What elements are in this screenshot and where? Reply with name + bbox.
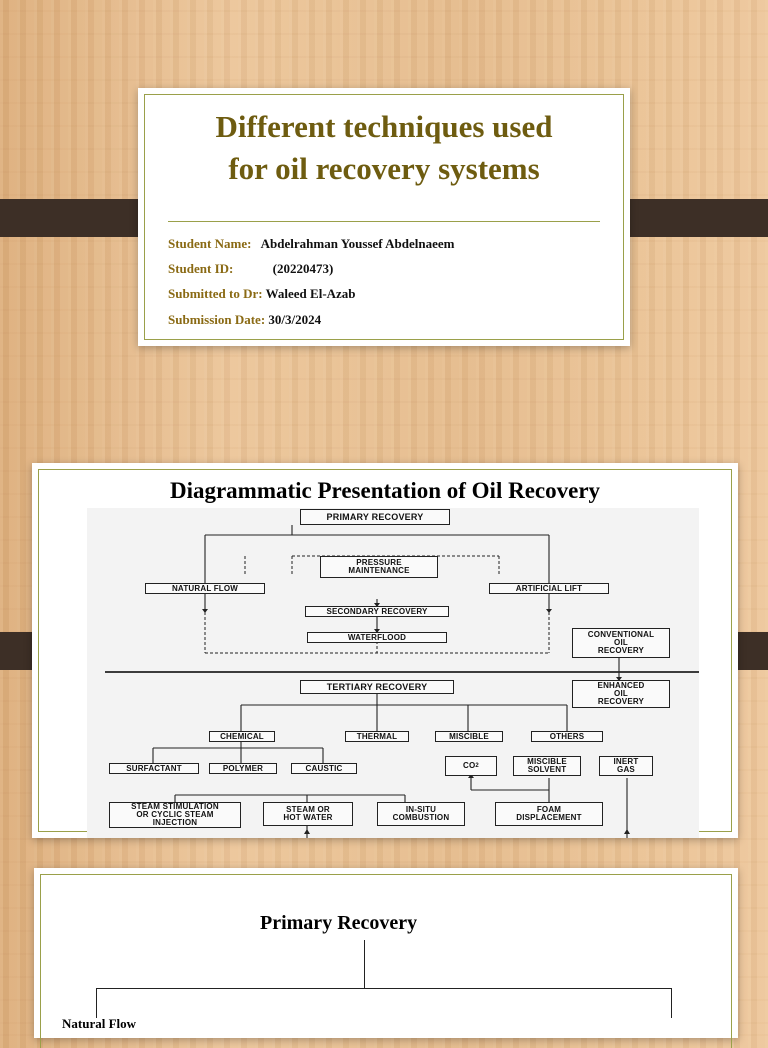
submission-date-value: 30/3/2024	[268, 312, 322, 327]
slide-frame	[40, 874, 732, 1048]
student-id-label: Student ID:	[168, 261, 234, 276]
submitted-to-value: Waleed El-Azab	[265, 286, 356, 301]
oil-recovery-diagram: PRIMARY RECOVERY PRESSURE MAINTENANCE NA…	[87, 508, 699, 838]
box-in-situ-combustion: IN-SITU COMBUSTION	[377, 802, 465, 826]
box-steam-hot-water: STEAM OR HOT WATER	[263, 802, 353, 826]
box-natural-flow: NATURAL FLOW	[145, 583, 265, 594]
tree-left-drop	[96, 988, 97, 1018]
title-slide[interactable]: Different techniques used for oil recove…	[138, 88, 630, 346]
box-primary-recovery: PRIMARY RECOVERY	[300, 509, 450, 525]
natural-flow-label: Natural Flow	[62, 1016, 137, 1031]
box-tertiary-recovery: TERTIARY RECOVERY	[300, 680, 454, 694]
slide-title: Different techniques used for oil recove…	[138, 106, 630, 190]
box-surfactant: SURFACTANT	[109, 763, 199, 774]
box-steam-stimulation: STEAM STIMULATION OR CYCLIC STEAM INJECT…	[109, 802, 241, 828]
box-inert-gas: INERT GAS	[599, 756, 653, 776]
slide-title: Primary Recovery	[260, 912, 418, 934]
box-pressure-maintenance: PRESSURE MAINTENANCE	[320, 556, 438, 578]
box-polymer: POLYMER	[209, 763, 277, 774]
primary-recovery-slide[interactable]: Primary Recovery Natural Flow	[34, 868, 738, 1048]
box-miscible-solvent: MISCIBLE SOLVENT	[513, 756, 581, 776]
dark-strip-right-1	[612, 199, 768, 237]
box-chemical: CHEMICAL	[209, 731, 275, 742]
box-thermal: THERMAL	[345, 731, 409, 742]
box-conventional-oil-recovery: CONVENTIONAL OIL RECOVERY	[572, 628, 670, 658]
box-artificial-lift: ARTIFICIAL LIFT	[489, 583, 609, 594]
box-foam-displacement: FOAM DISPLACEMENT	[495, 802, 603, 826]
connector-lines	[105, 525, 699, 838]
tree-stem	[364, 940, 365, 988]
co2-text: CO	[463, 761, 476, 770]
student-name-value: Abdelrahman Youssef Abdelnaeem	[260, 236, 455, 251]
title-line-1: Different techniques used	[215, 109, 553, 144]
submitted-to-row: Submitted to Dr: Waleed El-Azab	[168, 286, 356, 302]
dark-strip-left-1	[0, 199, 156, 237]
title-divider	[168, 221, 600, 222]
box-waterflood: WATERFLOOD	[307, 632, 447, 643]
diagram-slide[interactable]: Diagrammatic Presentation of Oil Recover…	[32, 463, 738, 838]
tree-right-drop	[671, 988, 672, 1018]
student-id-row: Student ID: (20220473)	[168, 261, 333, 277]
box-caustic: CAUSTIC	[291, 763, 357, 774]
submission-date-label: Submission Date:	[168, 312, 266, 327]
tree-branch	[96, 988, 672, 989]
box-secondary-recovery: SECONDARY RECOVERY	[305, 606, 449, 617]
co2-subscript: 2	[475, 763, 479, 769]
student-name-label: Student Name:	[168, 236, 252, 251]
box-enhanced-oil-recovery: ENHANCED OIL RECOVERY	[572, 680, 670, 708]
box-miscible: MISCIBLE	[435, 731, 503, 742]
student-name-row: Student Name: Abdelrahman Youssef Abdeln…	[168, 236, 455, 252]
student-id-value: (20220473)	[272, 261, 334, 276]
box-others: OTHERS	[531, 731, 603, 742]
slide-frame	[144, 94, 624, 340]
submission-date-row: Submission Date: 30/3/2024	[168, 312, 321, 328]
submitted-to-label: Submitted to Dr:	[168, 286, 263, 301]
slide-title: Diagrammatic Presentation of Oil Recover…	[169, 478, 601, 503]
title-line-2: for oil recovery systems	[228, 151, 540, 186]
